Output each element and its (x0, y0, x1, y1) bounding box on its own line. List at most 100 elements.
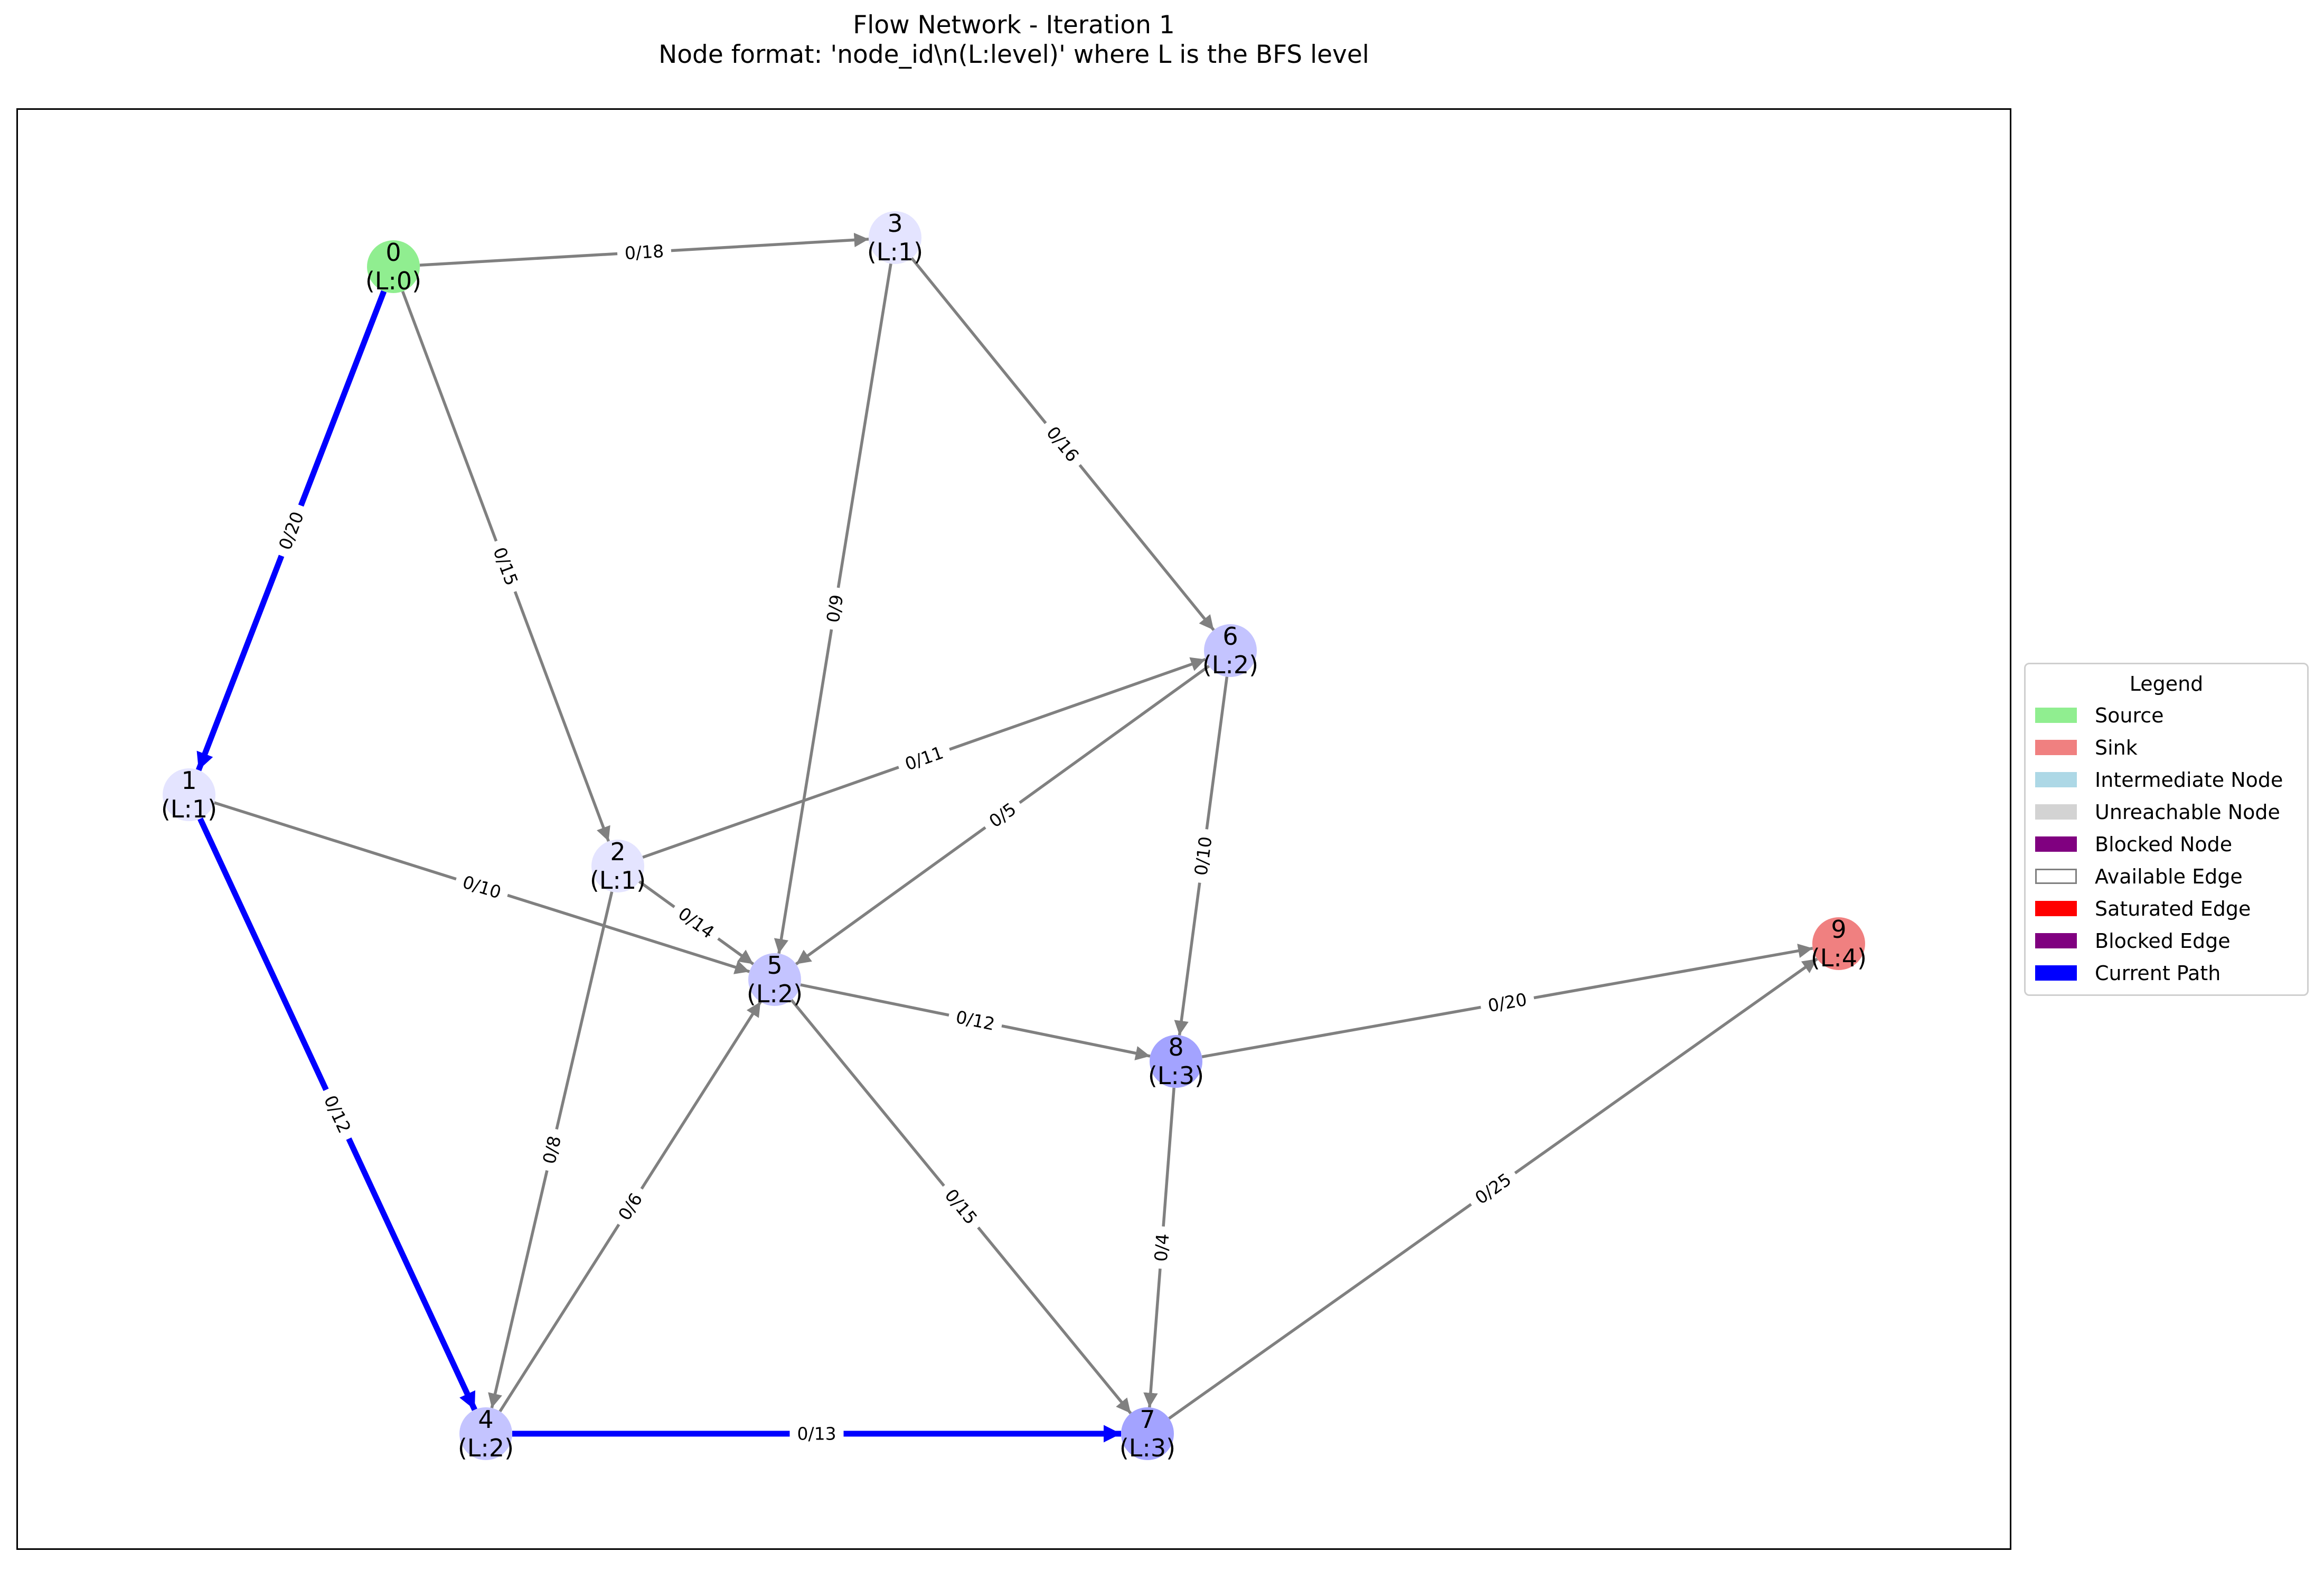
edge-label-1-5: 0/10 (453, 868, 511, 907)
node-id-label: 8 (1168, 1033, 1183, 1061)
edge-label-2-4: 0/8 (535, 1126, 568, 1173)
legend-label: Available Edge (2095, 864, 2243, 888)
edge-label-background (270, 501, 312, 560)
node-id-label: 9 (1831, 915, 1846, 944)
edge-capacity-label: 0/20 (1486, 989, 1529, 1016)
edge-label-background (1149, 1225, 1175, 1270)
node-level-label: (L:0) (365, 267, 421, 295)
edge-label-background (1479, 986, 1536, 1019)
node-level-label: (L:1) (590, 866, 646, 895)
edge-label-7-9: 0/25 (1464, 1163, 1522, 1214)
nodes-layer: 0(L:0)1(L:1)2(L:1)3(L:1)4(L:2)5(L:2)6(L:… (161, 209, 1867, 1462)
edge-label-background (1464, 1163, 1522, 1214)
edge-capacity-label: 0/12 (954, 1006, 996, 1034)
legend-label: Blocked Node (2095, 832, 2233, 856)
node-id-label: 5 (767, 951, 782, 980)
node-2: 2(L:1) (590, 838, 646, 895)
chart-title: Flow Network - Iteration 1 Node format: … (0, 11, 2028, 70)
plot-area (16, 108, 2011, 1550)
node-circle (1121, 1407, 1174, 1460)
edge-label-background (789, 1422, 844, 1445)
node-circle (1812, 917, 1865, 970)
edge-label-2-5: 0/14 (667, 897, 725, 948)
legend-item: Saturated Edge (2035, 892, 2298, 925)
edge-label-5-7: 0/15 (935, 1178, 987, 1235)
node-8: 8(L:3) (1148, 1033, 1204, 1090)
node-level-label: (L:2) (747, 980, 803, 1008)
legend-label: Source (2095, 703, 2164, 727)
legend-swatch (2035, 708, 2077, 723)
node-id-label: 0 (385, 238, 401, 267)
edge-label-8-9: 0/20 (1479, 986, 1536, 1019)
legend-label: Unreachable Node (2095, 800, 2280, 824)
node-level-label: (L:4) (1811, 944, 1867, 972)
node-level-label: (L:3) (1148, 1061, 1204, 1090)
edge-capacity-label: 0/9 (822, 593, 847, 624)
edge-label-background (820, 586, 850, 632)
node-id-label: 6 (1222, 622, 1238, 651)
node-9: 9(L:4) (1811, 915, 1867, 972)
node-id-label: 1 (181, 766, 196, 795)
node-level-label: (L:1) (867, 238, 923, 266)
edge-label-0-1: 0/20 (270, 501, 312, 560)
legend-swatch (2035, 836, 2077, 852)
edge-label-background (667, 897, 725, 948)
legend-item: Current Path (2035, 957, 2298, 989)
edge-label-background (1188, 827, 1219, 885)
edge-capacity-label: 0/4 (1151, 1233, 1173, 1263)
legend-label: Sink (2095, 736, 2138, 759)
legend-label: Intermediate Node (2095, 768, 2283, 792)
node-circle (367, 240, 420, 293)
node-level-label: (L:2) (458, 1434, 514, 1462)
edge-label-background (895, 738, 954, 778)
legend-swatch (2035, 772, 2077, 787)
edge-labels-layer: 0/180/200/150/160/90/110/50/100/100/140/… (270, 239, 1536, 1445)
edge-label-0-2: 0/15 (485, 537, 526, 596)
edge-label-0-3: 0/18 (616, 239, 672, 266)
edge-label-6-5: 0/5 (978, 793, 1027, 837)
legend-swatch (2035, 869, 2077, 884)
node-id-label: 4 (478, 1405, 493, 1434)
node-level-label: (L:2) (1202, 651, 1258, 679)
legend-label: Current Path (2095, 961, 2221, 985)
node-circle (869, 211, 921, 264)
edge-label-4-5: 0/6 (609, 1182, 652, 1231)
edge-label-8-7: 0/4 (1149, 1225, 1175, 1270)
legend-swatch (2035, 740, 2077, 755)
legend-item: Source (2035, 699, 2298, 731)
node-circle (591, 840, 644, 892)
node-4: 4(L:2) (458, 1405, 514, 1462)
legend-swatch (2035, 965, 2077, 981)
node-circle (1150, 1035, 1202, 1088)
title-line-2: Node format: 'node_id\n(L:level)' where … (658, 40, 1369, 69)
node-id-label: 2 (610, 838, 625, 866)
edge-label-background (609, 1182, 652, 1231)
legend-item: Sink (2035, 731, 2298, 764)
legend-swatch (2035, 901, 2077, 916)
edge-label-6-8: 0/10 (1188, 827, 1219, 885)
edge-capacity-label: 0/13 (797, 1424, 836, 1444)
edge-label-3-6: 0/16 (1037, 416, 1089, 473)
node-3: 3(L:1) (867, 209, 923, 266)
legend-swatch (2035, 804, 2077, 820)
legend-item: Blocked Node (2035, 828, 2298, 860)
legend-title: Legend (2129, 672, 2204, 695)
node-7: 7(L:3) (1119, 1405, 1175, 1462)
edge-capacity-label: 0/10 (1190, 835, 1216, 877)
edge-label-1-4: 0/12 (315, 1085, 360, 1144)
edge-label-5-8: 0/12 (946, 1003, 1004, 1038)
legend-label: Saturated Edge (2095, 897, 2251, 920)
node-id-label: 3 (887, 209, 902, 238)
edge-label-3-5: 0/9 (820, 586, 850, 632)
edge-label-background (946, 1003, 1004, 1038)
legend-item: Blocked Edge (2035, 925, 2298, 957)
edge-label-background (485, 537, 526, 596)
edge-label-background (978, 793, 1027, 837)
legend-swatch (2035, 933, 2077, 948)
legend-item: Intermediate Node (2035, 764, 2298, 796)
node-5: 5(L:2) (747, 951, 803, 1008)
node-level-label: (L:1) (161, 795, 217, 823)
node-id-label: 7 (1140, 1405, 1155, 1434)
